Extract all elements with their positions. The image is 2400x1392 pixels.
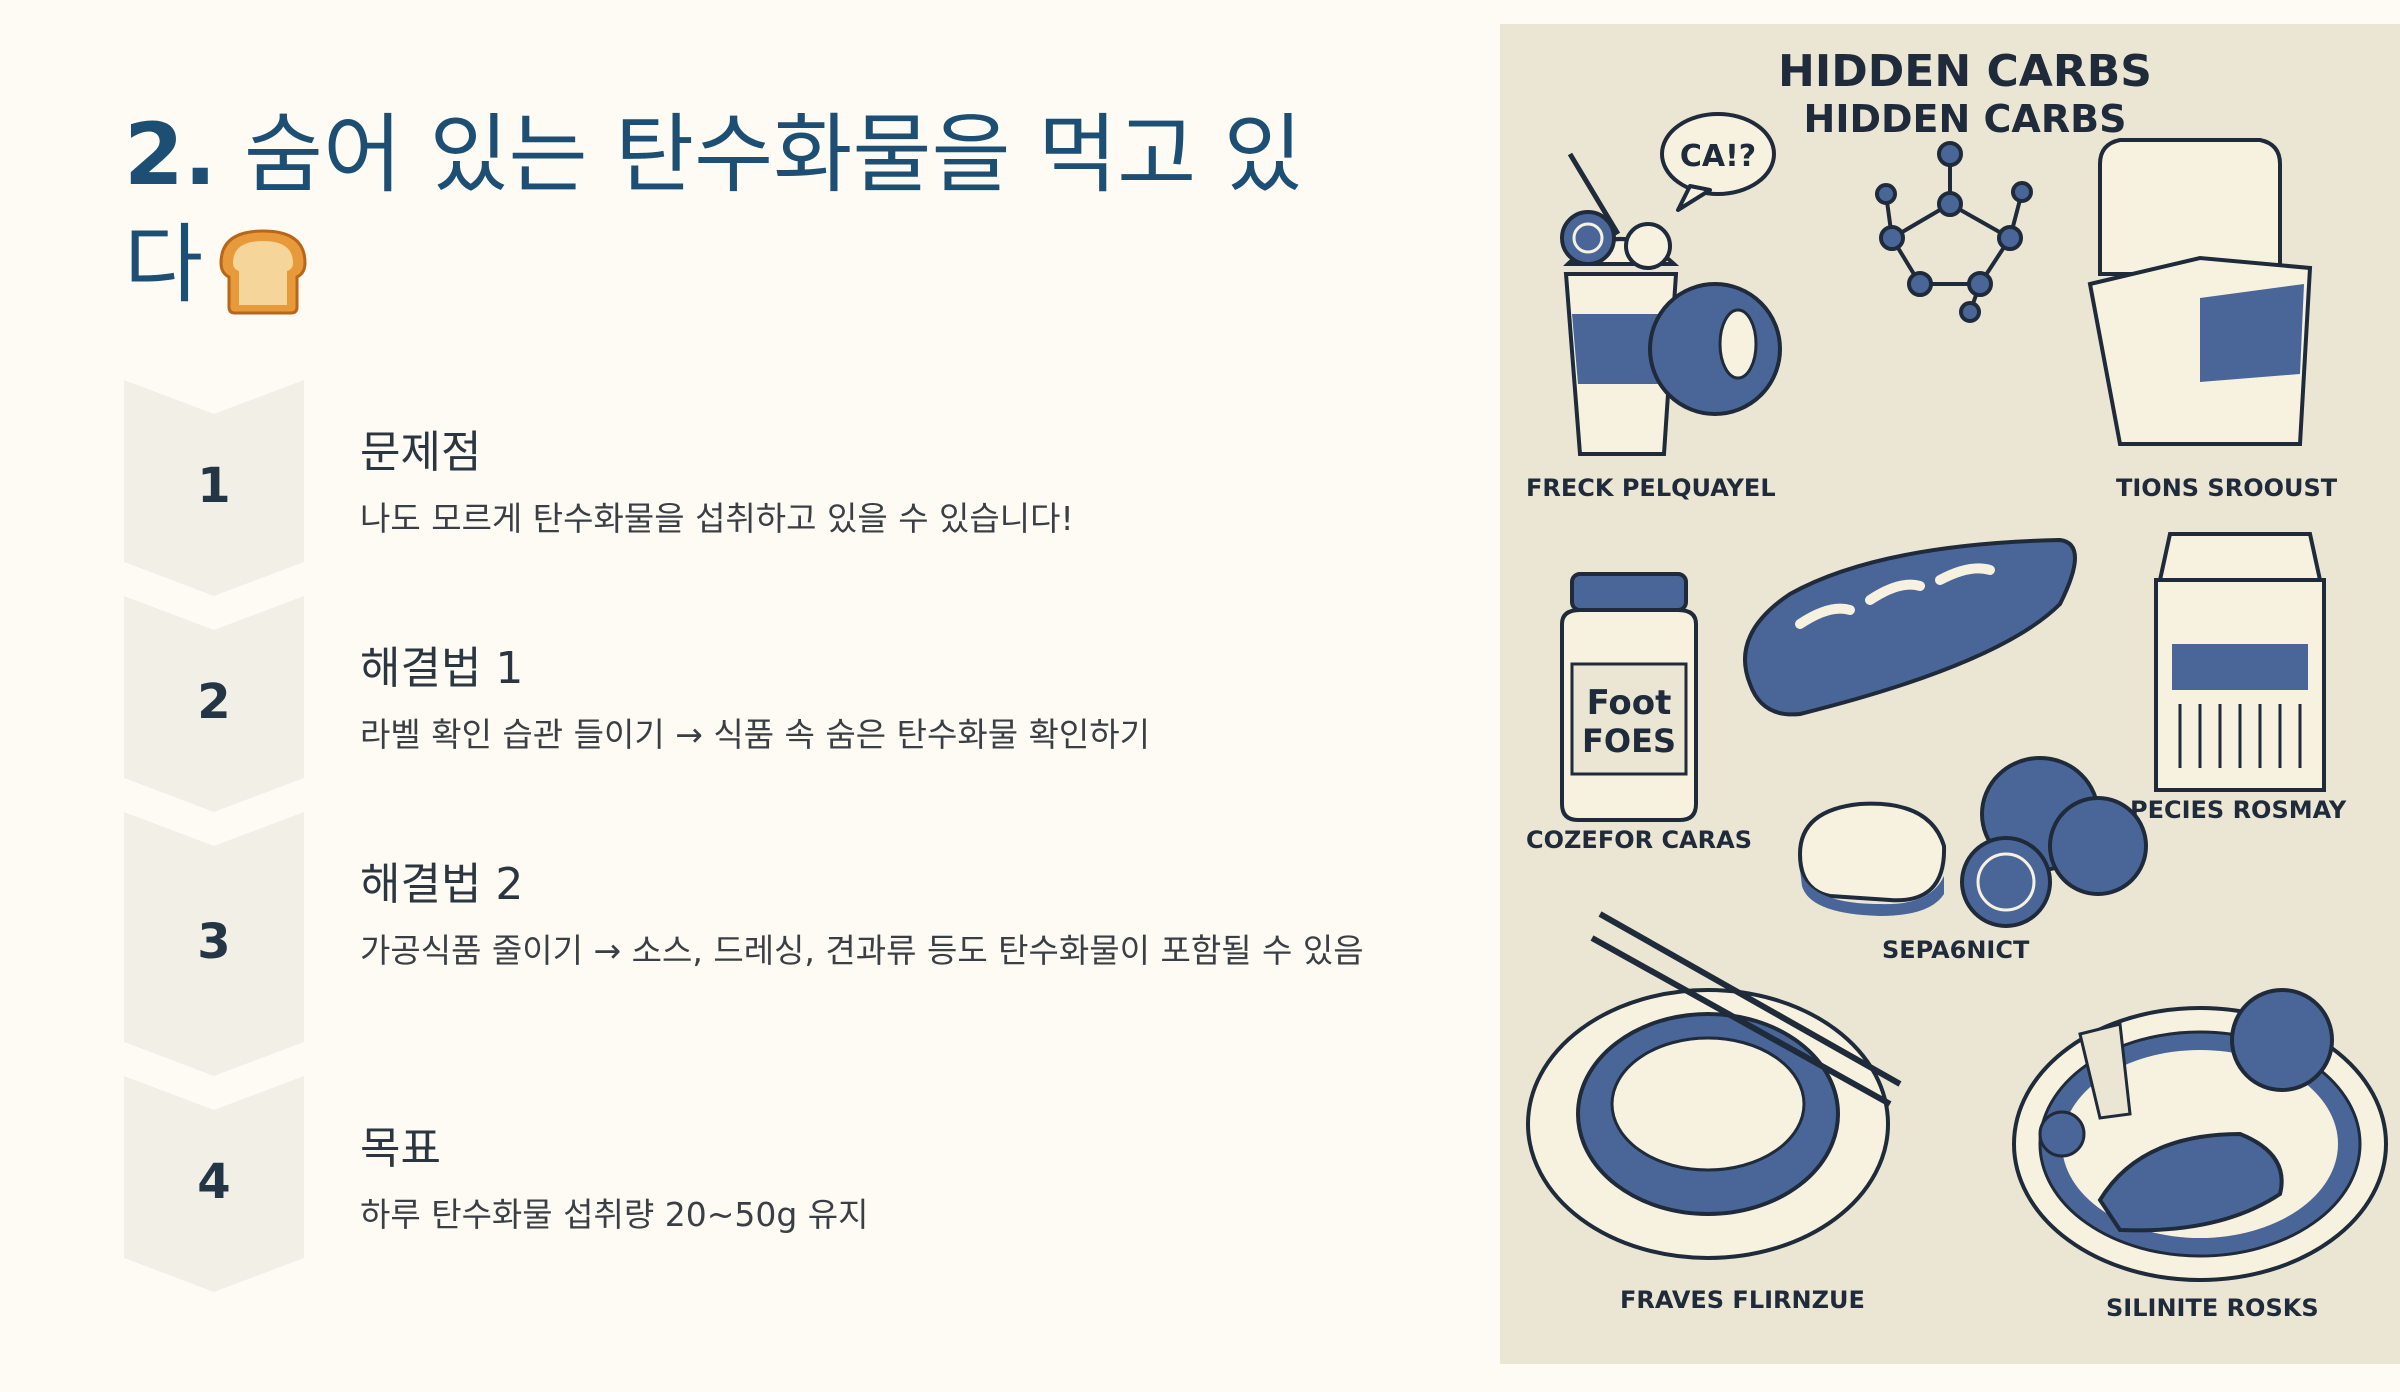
step-description: 가공식품 줄이기 → 소스, 드레싱, 견과류 등도 탄수화물이 포함될 수 있… bbox=[360, 931, 1364, 970]
step-heading: 해결법 1 bbox=[360, 643, 524, 694]
step-number: 4 bbox=[197, 1154, 231, 1210]
step-description: 하루 탄수화물 섭취량 20~50g 유지 bbox=[360, 1195, 869, 1234]
food-label: SEPA6NICT bbox=[1882, 936, 2030, 964]
step-heading: 문제점 bbox=[360, 427, 482, 478]
title-number: 2. bbox=[124, 105, 217, 205]
step-heading: 해결법 2 bbox=[360, 859, 524, 910]
jar-icon: Foot FOES bbox=[1560, 572, 1698, 822]
step-number: 2 bbox=[197, 674, 231, 730]
food-label: TIONS SROOUST bbox=[2116, 474, 2338, 502]
poster-title-2: HIDDEN CARBS bbox=[1804, 97, 2127, 141]
step-chevron bbox=[124, 380, 304, 596]
jar-label-line2: FOES bbox=[1582, 722, 1676, 760]
wrap-plate-icon bbox=[2012, 988, 2388, 1282]
food-label: SILINITE ROSKS bbox=[2106, 1294, 2319, 1322]
jar-label-line1: Foot bbox=[1587, 683, 1672, 723]
speech-bubble: CA!? bbox=[1660, 112, 1776, 212]
step-number: 1 bbox=[197, 458, 231, 514]
milk-carton-icon bbox=[2154, 532, 2326, 792]
donut-icon bbox=[1648, 282, 1782, 416]
molecule-icon bbox=[1875, 141, 2033, 323]
speech-bubble-text: CA!? bbox=[1680, 139, 1756, 174]
step-heading: 목표 bbox=[360, 1123, 441, 1174]
slide-title: 2. 숨어 있는 탄수화물을 먹고 있다 bbox=[124, 100, 1364, 320]
soup-bowl-icon bbox=[1526, 911, 1902, 1260]
drink-cup-icon bbox=[1560, 152, 1680, 456]
food-label: COZEFOR CARAS bbox=[1526, 826, 1752, 854]
bread-icon bbox=[219, 229, 307, 315]
step-description: 나도 모르게 탄수화물을 섭취하고 있을 수 있습니다! bbox=[360, 499, 1074, 538]
bread-bag-icon bbox=[2087, 138, 2313, 446]
step-chevron bbox=[124, 812, 304, 1076]
food-label: FRECK PELQUAYEL bbox=[1526, 474, 1776, 502]
step-chevron bbox=[124, 1076, 304, 1292]
food-label: PECIES ROSMAY bbox=[2130, 796, 2347, 824]
hidden-carbs-illustration: HIDDEN CARBS HIDDEN CARBS CA!? bbox=[1500, 24, 2400, 1364]
title-text: 숨어 있는 탄수화물을 먹고 있다 bbox=[124, 105, 1303, 315]
roll-and-plums-icon bbox=[1797, 756, 2148, 928]
step-chevron bbox=[124, 596, 304, 812]
baguette-icon bbox=[1743, 537, 2077, 717]
step-description: 라벨 확인 습관 들이기 → 식품 속 숨은 탄수화물 확인하기 bbox=[360, 715, 1150, 754]
poster-title-1: HIDDEN CARBS bbox=[1778, 46, 2152, 97]
step-number: 3 bbox=[197, 914, 231, 970]
food-label: FRAVES FLIRNZUE bbox=[1620, 1286, 1865, 1314]
